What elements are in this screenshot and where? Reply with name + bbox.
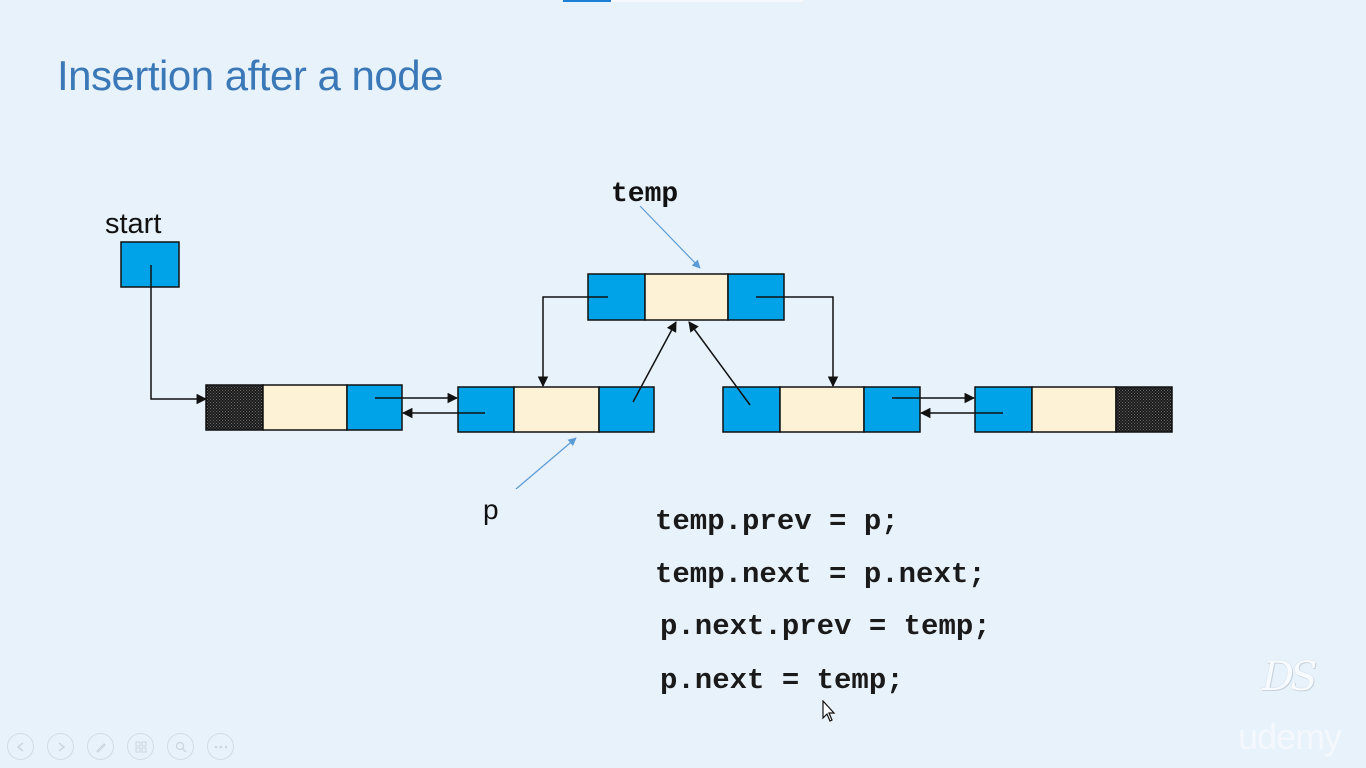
start-link-arrow [150, 265, 208, 405]
mouse-cursor-icon [822, 700, 836, 722]
p-label: p [483, 494, 499, 525]
slides-icon[interactable] [127, 733, 154, 760]
code-line-1: temp.prev = p; [655, 505, 899, 538]
start-pointer-box [120, 241, 180, 288]
udemy-logo: udemy [1238, 716, 1342, 757]
top-edge-bar [611, 0, 803, 2]
node-3-prev [722, 386, 781, 433]
node-3-data [779, 386, 865, 433]
code-line-4: p.next = temp; [660, 664, 904, 697]
node-1-data [262, 384, 348, 431]
node-1-prev-null [205, 384, 264, 431]
node-3-next [863, 386, 921, 433]
start-label: start [105, 208, 161, 240]
code-line-2: temp.next = p.next; [655, 558, 986, 591]
node-3 [722, 386, 921, 433]
top-edge-accent [563, 0, 611, 2]
node-p-data [513, 386, 600, 433]
node3-prev-to-temp-arrow [688, 321, 751, 406]
node-p-next [598, 386, 655, 433]
code-line-3: p.next.prev = temp; [660, 610, 991, 643]
node-p [457, 386, 655, 433]
node-temp [587, 273, 785, 321]
node-4 [974, 386, 1173, 433]
temp-next-arrow [756, 296, 839, 388]
slide-title: Insertion after a node [57, 52, 443, 99]
node-1-next [346, 384, 403, 431]
node-temp-data [644, 273, 729, 321]
temp-label: temp [611, 179, 678, 210]
node-1 [205, 384, 403, 431]
ds-logo: DS [1262, 654, 1318, 700]
more-icon[interactable] [207, 733, 234, 760]
next-icon[interactable] [47, 733, 74, 760]
node-4-next-null [1115, 386, 1173, 433]
zoom-icon[interactable] [167, 733, 194, 760]
temp-prev-arrow [537, 296, 608, 388]
p-next-to-temp-arrow [632, 321, 677, 403]
previous-icon[interactable] [7, 733, 34, 760]
node-4-prev [974, 386, 1033, 433]
node-4-data [1031, 386, 1117, 433]
p-label-pointer [515, 437, 577, 490]
node-p-prev [457, 386, 515, 433]
pen-icon[interactable] [87, 733, 114, 760]
temp-label-pointer [639, 205, 701, 269]
